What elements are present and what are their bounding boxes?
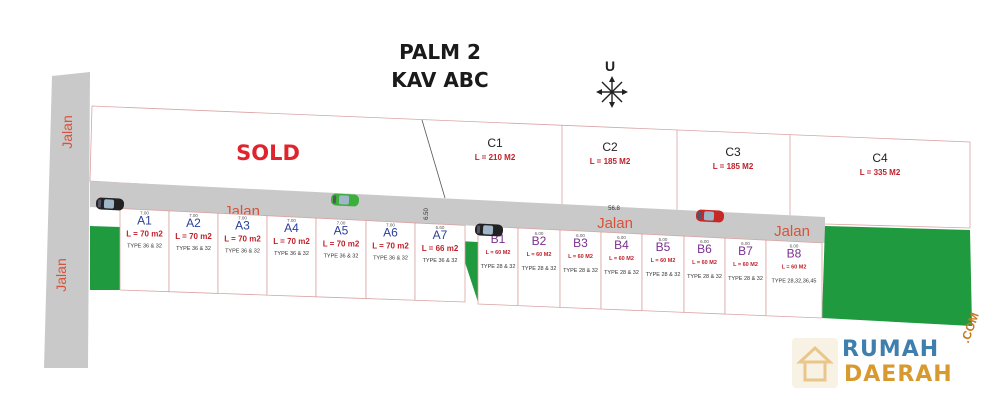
lot-b5-width: 6.00 (659, 237, 668, 242)
sold-divider-line (421, 119, 446, 199)
lot-a3-id: A3 (235, 218, 250, 232)
north-block (89, 105, 971, 229)
green-car-icon (330, 193, 360, 207)
lot-b7-width: 6.00 (741, 241, 750, 246)
lot-b2-area: L = 60 M2 (527, 252, 552, 258)
lot-b3-width: 6.00 (576, 233, 585, 238)
green-area-west (90, 226, 120, 290)
lot-b8-width: 6.00 (790, 243, 799, 248)
lot-a4-width: 7.00 (287, 218, 296, 223)
lot-a2-id: A2 (186, 216, 201, 230)
lot-c2-id: C2 (602, 140, 618, 154)
lot-a3-type: TYPE 36 & 32 (225, 248, 260, 254)
lot-b6-area: L = 60 M2 (692, 260, 717, 266)
lot-a1-area: L = 70 m2 (126, 230, 163, 239)
lot-a7-type: TYPE 36 & 32 (423, 258, 458, 264)
compass-icon (596, 76, 628, 108)
lot-b3-id: B3 (573, 236, 588, 250)
vertical-road-label-bottom: Jalan (53, 258, 69, 291)
green-area-east (822, 226, 972, 326)
lot-c3-id: C3 (725, 145, 741, 159)
lot-a7-width: 6.60 (436, 225, 445, 230)
lot-b5-type: TYPE 28 & 32 (646, 272, 681, 278)
lot-b6-id: B6 (697, 242, 712, 256)
lot-a1-width: 7.00 (140, 211, 149, 216)
lot-b7-type: TYPE 28 & 32 (728, 276, 763, 282)
lot-b2-width: 6.00 (535, 231, 544, 236)
black-car-icon (474, 223, 504, 237)
lot-a4-area: L = 70 m2 (273, 237, 310, 246)
road-measure-top: 56.8 (608, 206, 620, 212)
plan-title-line2: KAV ABC (391, 68, 489, 92)
lot-a2-type: TYPE 36 & 32 (176, 246, 211, 252)
sold-label: SOLD (236, 141, 300, 165)
lot-a4-type: TYPE 36 & 32 (274, 251, 309, 257)
lot-b4-type: TYPE 28 & 32 (604, 270, 639, 276)
lot-b3-type: TYPE 28 & 32 (563, 268, 598, 274)
lot-a5-width: 7.00 (337, 220, 346, 225)
lot-b8 (765, 239, 823, 319)
lot-b3-area: L = 60 M2 (568, 254, 593, 260)
lot-a3-area: L = 70 m2 (224, 234, 261, 243)
lot-b1-type: TYPE 28 & 32 (481, 264, 516, 270)
lot-b6-width: 6.00 (700, 239, 709, 244)
lot-a5-type: TYPE 36 & 32 (324, 253, 359, 259)
lot-b6-type: TYPE 28 & 32 (687, 274, 722, 280)
lot-a3-width: 7.00 (238, 215, 247, 220)
lot-b4-width: 6.00 (617, 235, 626, 240)
lot-a6-id: A6 (383, 226, 398, 240)
lot-b8-type: TYPE 28,32,36,45 (772, 278, 817, 284)
lot-a5-id: A5 (334, 223, 349, 237)
black-car-icon (95, 197, 125, 211)
watermark-text-rumah: RUMAH (842, 337, 940, 362)
rumah-daerah-logo (792, 338, 838, 388)
lot-a6-type: TYPE 36 & 32 (373, 256, 408, 262)
lot-b2-id: B2 (532, 234, 547, 248)
main-road-label-center: Jalan (597, 215, 633, 232)
lot-a7-area: L = 66 m2 (422, 244, 459, 253)
watermark-text-daerah: DAERAH (844, 362, 953, 387)
main-road-label-right: Jalan (774, 223, 810, 240)
lot-c1-id: C1 (487, 136, 503, 150)
lot-b8-area: L = 60 M2 (782, 264, 807, 270)
lot-a2-area: L = 70 m2 (175, 232, 212, 241)
lot-b4-id: B4 (614, 238, 629, 252)
lot-b4-area: L = 60 M2 (609, 256, 634, 262)
lot-c4-id: C4 (872, 151, 888, 165)
lot-a1-id: A1 (137, 214, 152, 228)
lot-a7-id: A7 (433, 228, 448, 242)
lot-b5-id: B5 (656, 240, 671, 254)
lot-c1-area: L = 210 M2 (475, 153, 516, 162)
lot-b5-area: L = 60 M2 (651, 258, 676, 264)
road-measure-left: 6.50 (424, 208, 430, 220)
lot-a6-area: L = 70 m2 (372, 242, 409, 251)
lot-a6-width: 7.00 (386, 223, 395, 228)
lot-a4-id: A4 (284, 221, 299, 235)
lot-b7-area: L = 60 M2 (733, 262, 758, 268)
vertical-road (44, 72, 90, 368)
lot-c4-area: L = 335 M2 (860, 168, 901, 177)
lot-b2-type: TYPE 28 & 32 (522, 266, 557, 272)
red-car-icon (695, 209, 725, 223)
vertical-road-label-top: Jalan (59, 115, 75, 148)
plan-title-line1: PALM 2 (399, 40, 481, 64)
lot-a7 (414, 222, 466, 303)
lot-c3-area: L = 185 M2 (713, 162, 754, 171)
lot-a5-area: L = 70 m2 (323, 239, 360, 248)
lot-b1-area: L = 60 M2 (486, 250, 511, 256)
lot-b7-id: B7 (738, 244, 753, 258)
lot-c2-area: L = 185 M2 (590, 157, 631, 166)
lot-a2-width: 7.00 (189, 213, 198, 218)
main-road (90, 181, 825, 243)
lot-b8-id: B8 (787, 246, 802, 260)
compass-north-label: U (605, 58, 616, 74)
lot-a1-type: TYPE 36 & 32 (127, 244, 162, 250)
